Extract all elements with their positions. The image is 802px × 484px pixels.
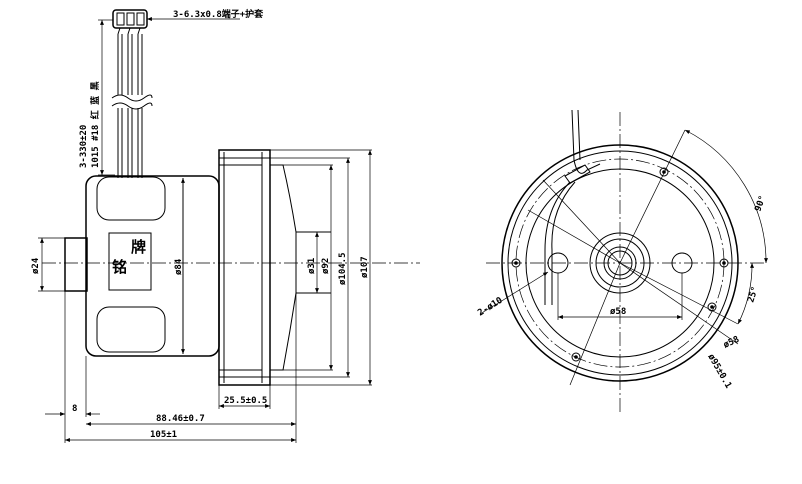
dim-dia-92: ø92 — [321, 258, 331, 274]
nameplate — [108, 232, 152, 291]
dim-dia-58-horizontal: ø58 — [610, 307, 626, 317]
body-cutout-top — [96, 176, 166, 221]
wire-spec-line2: 1015 #18 红 蓝 黑 — [89, 81, 101, 168]
terminal-connector — [112, 9, 148, 35]
dim-len-88-46: 88.46±0.7 — [156, 414, 205, 424]
hub-outer — [589, 232, 651, 294]
lead-wires — [111, 34, 153, 178]
dim-dia-107: ø107 — [360, 256, 370, 278]
nameplate-char-2: 牌 — [131, 238, 146, 256]
dim-len-8: 8 — [72, 404, 77, 414]
dim-dia-84: ø84 — [174, 258, 184, 275]
dim-len-105: 105±1 — [150, 430, 177, 440]
impeller-profile — [270, 164, 297, 371]
nameplate-char-1: 铭 — [112, 258, 127, 276]
dim-len-25-5: 25.5±0.5 — [224, 396, 267, 406]
mounting-screws — [511, 167, 729, 362]
dim-dia-24: ø24 — [31, 257, 41, 274]
dim-holes: 2-ø10 — [476, 296, 504, 319]
front-view: 2-ø10 ø58 90° 25° ø58 ø95±0.1 — [476, 109, 768, 415]
side-view: 3-6.3x0.8端子+护套 3-330±20 1015 #18 红 蓝 黑 — [31, 8, 420, 443]
wire-spec-line1: 3-330±20 — [79, 125, 89, 168]
body-cutout-bottom — [96, 306, 166, 353]
dim-angle-90: 90° — [753, 194, 768, 213]
dim-dia-104-5: ø104.5 — [338, 252, 348, 285]
dim-dia-58-pcd: ø58 — [722, 335, 741, 351]
flange — [218, 149, 271, 386]
dim-dia-31: ø31 — [307, 258, 317, 274]
shaft-boss — [64, 237, 88, 292]
dim-angle-25: 25° — [746, 285, 761, 304]
motor-body — [85, 175, 220, 357]
terminal-note: 3-6.3x0.8端子+护套 — [173, 8, 264, 20]
front-wire — [571, 109, 601, 174]
dim-dia-95: ø95±0.1 — [705, 353, 733, 391]
